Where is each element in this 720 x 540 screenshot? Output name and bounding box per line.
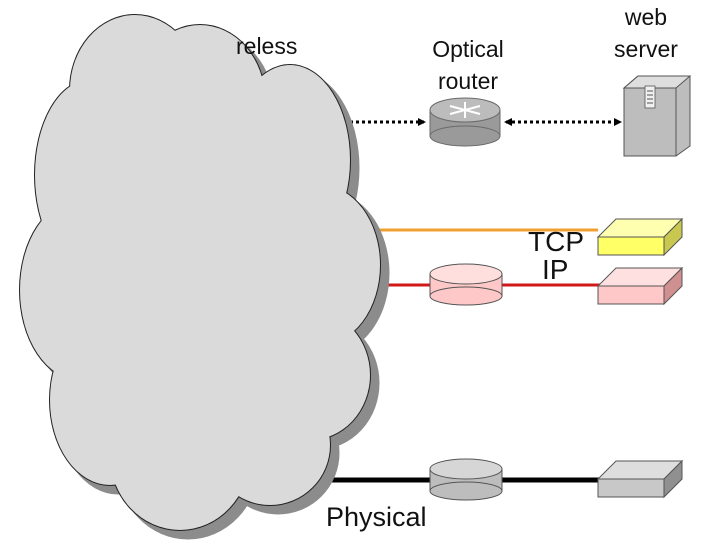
- optical-router-label: Optical router: [410, 33, 526, 97]
- physical-router-icon: [429, 458, 503, 501]
- tcp-box: [596, 217, 684, 257]
- web-server-label-line2: server: [614, 36, 678, 62]
- network-cloud: [19, 14, 390, 540]
- wireless-label: reless: [236, 33, 298, 59]
- optical-router-label-line2: router: [437, 68, 499, 94]
- web-server-icon: [622, 75, 692, 157]
- physical-box: [596, 459, 684, 499]
- tcp-label: TCP: [528, 226, 584, 257]
- ip-router-icon: [429, 263, 503, 306]
- ip-label: IP: [542, 254, 569, 285]
- optical-router-label-line1: Optical: [432, 36, 504, 62]
- ip-box: [596, 266, 684, 306]
- web-server-label: web server: [596, 1, 696, 65]
- physical-label: Physical: [326, 502, 427, 532]
- web-server-label-line1: web: [624, 4, 668, 30]
- optical-router-icon: [429, 97, 501, 147]
